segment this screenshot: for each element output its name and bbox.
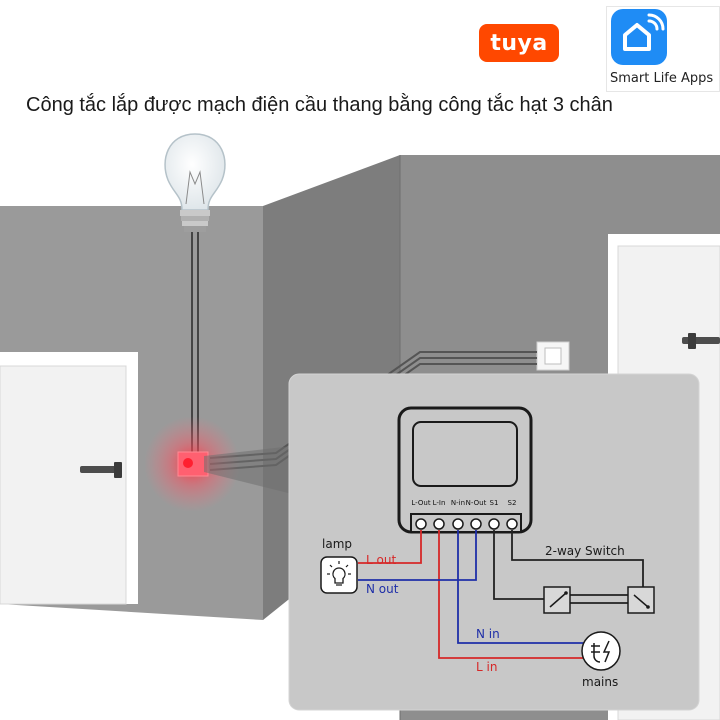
terminal-screw (452, 518, 464, 530)
left-door (0, 352, 138, 605)
smart-module-glow (144, 416, 240, 512)
terminal-screw (433, 518, 445, 530)
mains-label: mains (582, 675, 618, 689)
wire-n-in (457, 530, 588, 644)
terminal-label-l-out: L-Out (411, 499, 430, 507)
door-handle-icon (80, 466, 120, 473)
wire-n-out (358, 530, 477, 581)
terminal-screw (415, 518, 427, 530)
tuya-logo: tuya (479, 24, 559, 62)
wire-s1 (493, 530, 544, 600)
n-in-label: N in (476, 627, 500, 641)
terminal-screw (470, 518, 482, 530)
light-bulb-icon (164, 133, 226, 232)
wire-l-out (358, 530, 422, 564)
n-out-label: N out (366, 582, 399, 596)
lamp-icon (320, 556, 358, 594)
smart-life-caption: Smart Life Apps (610, 71, 714, 86)
l-in-label: L in (476, 660, 497, 674)
two-way-switch-icon (543, 586, 655, 614)
wall-switch-icon (536, 341, 570, 371)
wire-l-in (438, 530, 588, 659)
terminal-label-l-in: L-In (433, 499, 446, 507)
l-out-label: L out (366, 553, 396, 567)
smart-switch-module: L-Out L-In N-in N-Out S1 S2 (397, 406, 533, 534)
terminal-label-n-out: N-Out (466, 499, 487, 507)
headline: Công tắc lắp được mạch điện cầu thang bằ… (26, 94, 613, 116)
terminal-label-s2: S2 (508, 499, 517, 507)
terminal-screw (488, 518, 500, 530)
wiring (358, 530, 644, 659)
lamp-label: lamp (322, 537, 352, 551)
terminal-label-s1: S1 (490, 499, 499, 507)
door-handle-icon (682, 337, 720, 344)
smart-life-app-icon (611, 9, 667, 65)
callout-pointer (204, 446, 292, 494)
terminal-label-n-in: N-in (451, 499, 465, 507)
terminal-screw (506, 518, 518, 530)
two-way-switch-label: 2-way Switch (545, 544, 625, 558)
mains-plug-icon (581, 631, 621, 671)
wire-s2 (511, 530, 644, 588)
